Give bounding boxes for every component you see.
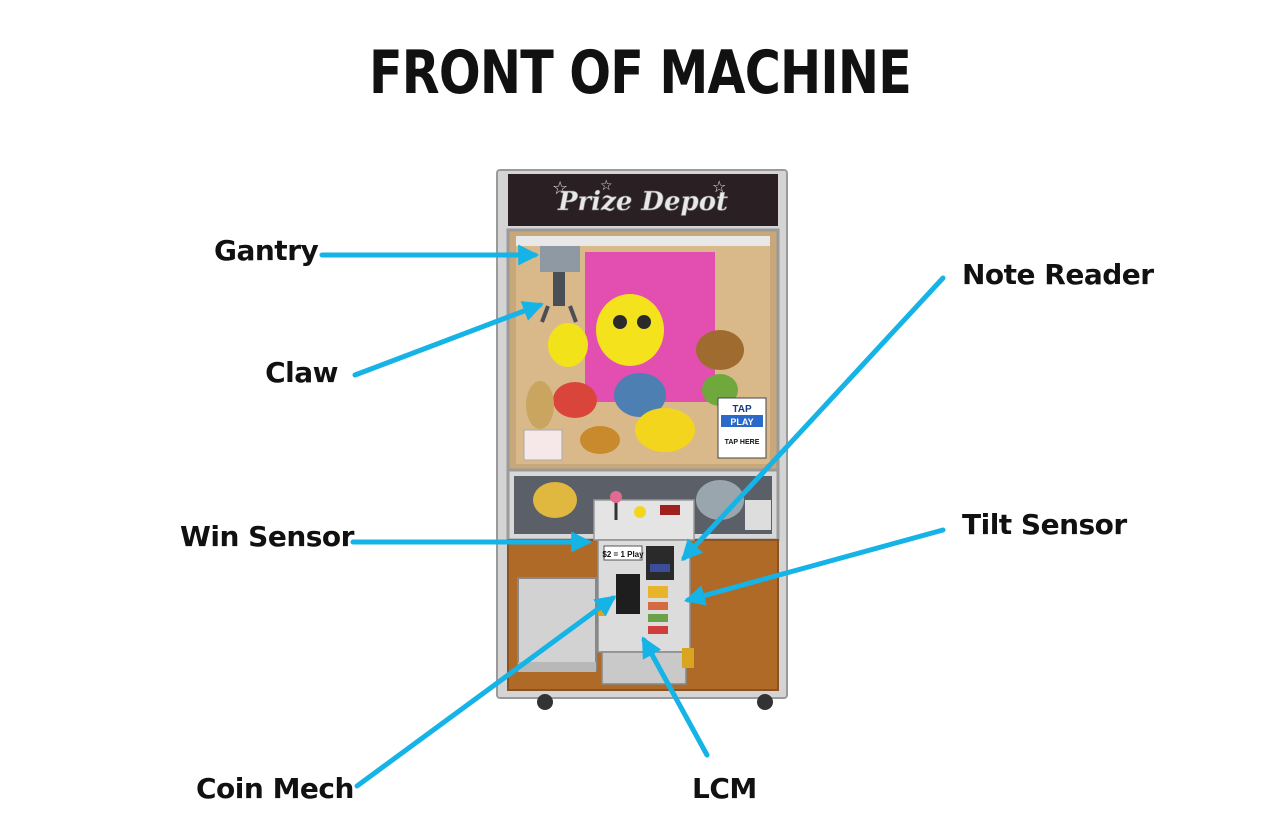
plush-prize (548, 323, 588, 367)
plush-prize (596, 294, 664, 366)
plush-prize (526, 381, 554, 429)
gantry-carriage (540, 246, 580, 272)
star-icon: ☆ (600, 177, 613, 193)
svg-text:TAP: TAP (732, 404, 752, 415)
tap-to-play-sticker (717, 397, 767, 459)
note-reader-arrow (681, 275, 946, 562)
callout-coin-mech: Coin Mech (196, 772, 354, 805)
plush-prize (614, 373, 666, 417)
play-button (634, 506, 646, 518)
marquee-text: Prize Depot (557, 187, 728, 217)
svg-text:TAP HERE: TAP HERE (725, 439, 760, 446)
lcm-arrow (641, 636, 710, 758)
plush-prize (696, 330, 744, 370)
gantry-rail (516, 236, 770, 246)
note-reader-slot (646, 546, 674, 580)
callout-win-sensor: Win Sensor (180, 520, 354, 553)
plush-prize (553, 382, 597, 418)
prize-door (517, 577, 597, 671)
plush-prize (635, 408, 695, 452)
callout-claw: Claw (265, 356, 338, 389)
plush-prize (580, 426, 620, 454)
svg-text:PLAY: PLAY (730, 417, 753, 427)
claw-arrow (352, 301, 544, 378)
callout-gantry: Gantry (214, 234, 319, 267)
wheel (537, 694, 553, 710)
svg-text:$2 = 1 Play: $2 = 1 Play (602, 550, 644, 559)
tilt-sensor-arrow (683, 527, 946, 606)
claw-body (553, 272, 565, 306)
coin-mech-slot (616, 574, 640, 614)
star-icon: ☆ (552, 178, 568, 198)
callout-lcm: LCM (692, 772, 757, 805)
callout-tilt-sensor: Tilt Sensor (962, 508, 1127, 541)
coin-mech-arrow (354, 595, 617, 789)
wheel (757, 694, 773, 710)
marquee (508, 174, 778, 226)
star-icon: ☆ (712, 179, 726, 196)
page-title: FRONT OF MACHINE (368, 38, 912, 108)
joystick (610, 491, 622, 503)
callout-note-reader: Note Reader (962, 258, 1154, 291)
